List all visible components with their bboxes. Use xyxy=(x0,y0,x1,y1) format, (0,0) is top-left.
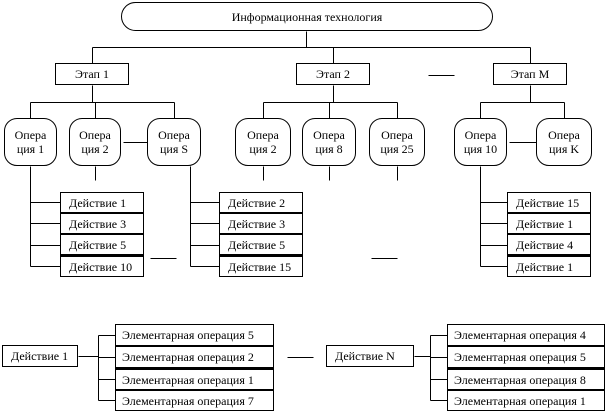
elementary-operation-label: Элементарная операция 1 xyxy=(454,393,586,408)
action-label: Действие 1 xyxy=(516,259,574,274)
action-item: Действие 5 xyxy=(219,234,303,256)
action-item: Действие 3 xyxy=(219,213,303,234)
action-item: Действие 5 xyxy=(60,234,144,256)
decomposed-action-label: Действие N xyxy=(335,349,395,363)
elementary-operation-label: Элементарная операция 4 xyxy=(454,328,586,342)
action-item: Действие 3 xyxy=(60,213,144,234)
stage-m-label: Этап M xyxy=(510,67,550,81)
action-label: Действие 3 xyxy=(69,216,127,231)
elementary-operation: Элементарная операция 7 xyxy=(115,390,274,411)
action-label: Действие 1 xyxy=(516,216,574,231)
action-item: Действие 1 xyxy=(507,213,591,234)
elementary-operation-label: Элементарная операция 5 xyxy=(454,350,586,364)
elementary-operation: Элементарная операция 4 xyxy=(447,324,605,346)
elementary-operation: Элементарная операция 2 xyxy=(115,346,274,369)
action-label: Действие 5 xyxy=(69,237,127,252)
elementary-operation-label: Элементарная операция 7 xyxy=(122,393,254,408)
elementary-operation: Элементарная операция 1 xyxy=(115,369,274,390)
decomposed-action: Действие N xyxy=(326,345,414,367)
action-item: Действие 1 xyxy=(60,192,144,213)
action-item: Действие 4 xyxy=(507,234,591,256)
elementary-operation: Элементарная операция 1 xyxy=(447,390,605,411)
elementary-operation-label: Элементарная операция 2 xyxy=(122,350,254,364)
action-label: Действие 10 xyxy=(69,259,133,274)
elementary-operation-label: Элементарная операция 5 xyxy=(122,328,254,342)
stage-1: Этап 1 xyxy=(55,63,129,85)
elementary-operation: Элементарная операция 5 xyxy=(115,324,274,346)
action-label: Действие 3 xyxy=(228,216,286,231)
stage-2: Этап 2 xyxy=(296,63,370,85)
elementary-operation: Элементарная операция 8 xyxy=(447,369,605,390)
root-node: Информационная технология xyxy=(121,2,493,31)
elementary-operation-label: Элементарная операция 8 xyxy=(454,372,586,387)
action-item: Действие 2 xyxy=(219,192,303,213)
stage-2-label: Этап 2 xyxy=(316,67,350,81)
action-item: Действие 1 xyxy=(507,256,591,277)
action-item: Действие 15 xyxy=(219,256,303,277)
action-label: Действие 15 xyxy=(516,195,580,210)
stage-1-label: Этап 1 xyxy=(75,67,109,81)
action-label: Действие 4 xyxy=(516,237,574,252)
stage-m: Этап M xyxy=(493,63,567,85)
elementary-operation-label: Элементарная операция 1 xyxy=(122,372,254,387)
decomposed-action: Действие 1 xyxy=(2,345,78,367)
action-item: Действие 15 xyxy=(507,192,591,213)
action-label: Действие 1 xyxy=(69,195,127,210)
action-item: Действие 10 xyxy=(60,256,144,277)
action-label: Действие 2 xyxy=(228,195,286,210)
action-label: Действие 15 xyxy=(228,259,292,274)
root-label: Информационная технология xyxy=(231,9,383,24)
decomposed-action-label: Действие 1 xyxy=(11,349,69,363)
elementary-operation: Элементарная операция 5 xyxy=(447,346,605,369)
action-label: Действие 5 xyxy=(228,237,286,252)
